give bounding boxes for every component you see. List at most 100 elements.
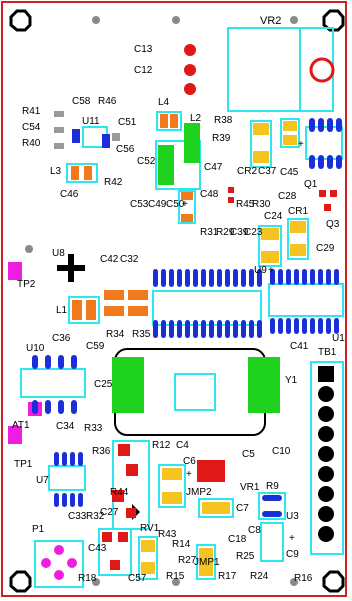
label-c54: C54 [22, 122, 41, 133]
mounting-hole-top-left [9, 9, 32, 32]
label-q3: Q3 [326, 219, 340, 230]
via [290, 578, 298, 586]
label-c47: C47 [204, 162, 223, 173]
label-cr1: CR1 [288, 206, 309, 217]
c45-outline [280, 118, 300, 148]
label-c9: C9 [286, 549, 299, 560]
ic-pin [54, 452, 59, 466]
label-u7: U7 [36, 475, 49, 486]
label-c25: C25 [94, 379, 113, 390]
c9-outline [260, 522, 284, 562]
c57-outline [138, 536, 158, 580]
label-c23: C23 [244, 227, 263, 238]
label-l2: L2 [190, 113, 202, 124]
ic-pin [217, 320, 222, 338]
pad [228, 197, 234, 203]
ic-pin [326, 269, 331, 285]
pad [128, 306, 148, 316]
ic-pin [58, 355, 64, 369]
u8-pads [57, 254, 85, 282]
label-c10: C10 [272, 446, 291, 457]
label-c13: C13 [134, 44, 153, 55]
ic-pin [70, 493, 75, 507]
ic-pin [71, 355, 77, 369]
via [92, 578, 100, 586]
label-u1: U1 [332, 333, 345, 344]
pad [126, 464, 138, 476]
ic-pin [302, 318, 307, 334]
tp2-pad [8, 262, 22, 280]
label-r44: R44 [110, 487, 129, 498]
label-l4: L4 [158, 97, 170, 108]
ic-pin [45, 400, 51, 414]
label-c46: C46 [60, 189, 79, 200]
l4-outline [156, 111, 182, 131]
cr1-outline [287, 218, 309, 260]
pad [261, 228, 279, 240]
ic-pin [334, 318, 339, 334]
label-c48: C48 [200, 189, 219, 200]
pad [84, 166, 92, 180]
ic-pin [241, 269, 246, 287]
label-r12: R12 [152, 440, 171, 451]
label-c53: C53 [130, 199, 149, 210]
label-c45: C45 [280, 167, 299, 178]
pad [118, 532, 128, 542]
pad [102, 134, 110, 148]
pad [71, 166, 79, 180]
label-r25: R25 [236, 551, 255, 562]
label-c7: C7 [236, 503, 249, 514]
u7-outline [48, 465, 86, 491]
mounting-hole-bottom-left [9, 570, 32, 593]
ic-pin [257, 269, 262, 287]
label-cr2: CR2 [237, 166, 258, 177]
label-c49: C49 [148, 199, 167, 210]
l2-outline [155, 140, 201, 190]
ic-pin [153, 269, 158, 287]
ic-pin [326, 318, 331, 334]
pad [253, 123, 269, 135]
label-l1: L1 [56, 305, 68, 316]
ic-pin [45, 355, 51, 369]
u10-outline [20, 368, 86, 398]
label-u3: U3 [286, 511, 299, 522]
pad [54, 143, 64, 149]
ic-pin [78, 493, 83, 507]
c24-outline [258, 225, 282, 267]
jmp1-outline [196, 544, 216, 580]
ic-pin [310, 269, 315, 285]
label-r30: R30 [252, 199, 271, 210]
ic-pin [32, 355, 38, 369]
label-c59: C59 [86, 341, 105, 352]
pad [283, 121, 297, 131]
ic-pin [294, 269, 299, 285]
label-r38: R38 [214, 115, 233, 126]
pad [327, 118, 333, 132]
label-u10: U10 [26, 343, 45, 354]
via [172, 578, 180, 586]
label-r24: R24 [250, 571, 269, 582]
ic-pin [217, 269, 222, 287]
ic-pin [302, 269, 307, 285]
u1-outline [268, 283, 344, 317]
label-c50-plus: + [182, 199, 188, 210]
label-at1: AT1 [12, 420, 30, 431]
label-u9: U9 [254, 265, 267, 276]
pad [118, 444, 130, 456]
label-c41: C41 [290, 341, 309, 352]
pad [336, 155, 342, 169]
ic-pin [270, 318, 275, 334]
pad [141, 540, 155, 552]
ic-pin [225, 269, 230, 287]
label-c45-plus: + [298, 139, 304, 150]
pad [112, 490, 124, 502]
ic-pin [318, 318, 323, 334]
ic-pin [62, 493, 67, 507]
label-tp1: TP1 [14, 459, 33, 470]
ic-pin [70, 452, 75, 466]
via [172, 16, 180, 24]
ic-pin [278, 318, 283, 334]
label-r45: R45 [236, 199, 255, 210]
label-tb1: TB1 [318, 347, 337, 358]
